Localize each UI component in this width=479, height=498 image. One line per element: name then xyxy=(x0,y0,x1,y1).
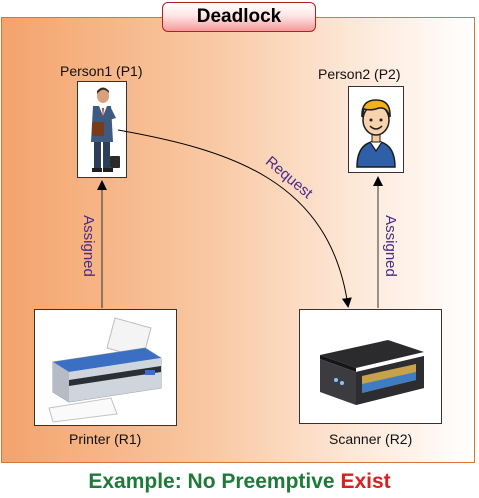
assigned-label-r1-p1: Assigned xyxy=(80,215,97,277)
p2-card xyxy=(348,86,404,173)
r1-label: Printer (R1) xyxy=(69,431,142,447)
p1-card xyxy=(77,81,127,178)
printer-icon xyxy=(48,317,162,423)
footer-caption: Example: No Preemptive Exist xyxy=(0,470,479,494)
p2-label: Person2 (P2) xyxy=(318,66,401,82)
r2-label: Scanner (R2) xyxy=(329,431,413,447)
person-avatar-icon xyxy=(356,99,396,168)
request-label-p1-r2: Request xyxy=(262,153,316,202)
assigned-label-r2-p2: Assigned xyxy=(382,215,399,277)
scanner-icon xyxy=(320,340,424,405)
p1-label: Person1 (P1) xyxy=(60,63,143,79)
request-edge-p1-r2 xyxy=(117,129,352,308)
r1-card xyxy=(34,309,177,426)
r2-card xyxy=(299,309,442,424)
footer-text-highlight: Exist xyxy=(340,470,391,493)
footer-text-main: Example: No Preemptive xyxy=(88,470,341,493)
diagram-title: Deadlock xyxy=(162,2,316,32)
businessman-icon xyxy=(91,87,120,172)
